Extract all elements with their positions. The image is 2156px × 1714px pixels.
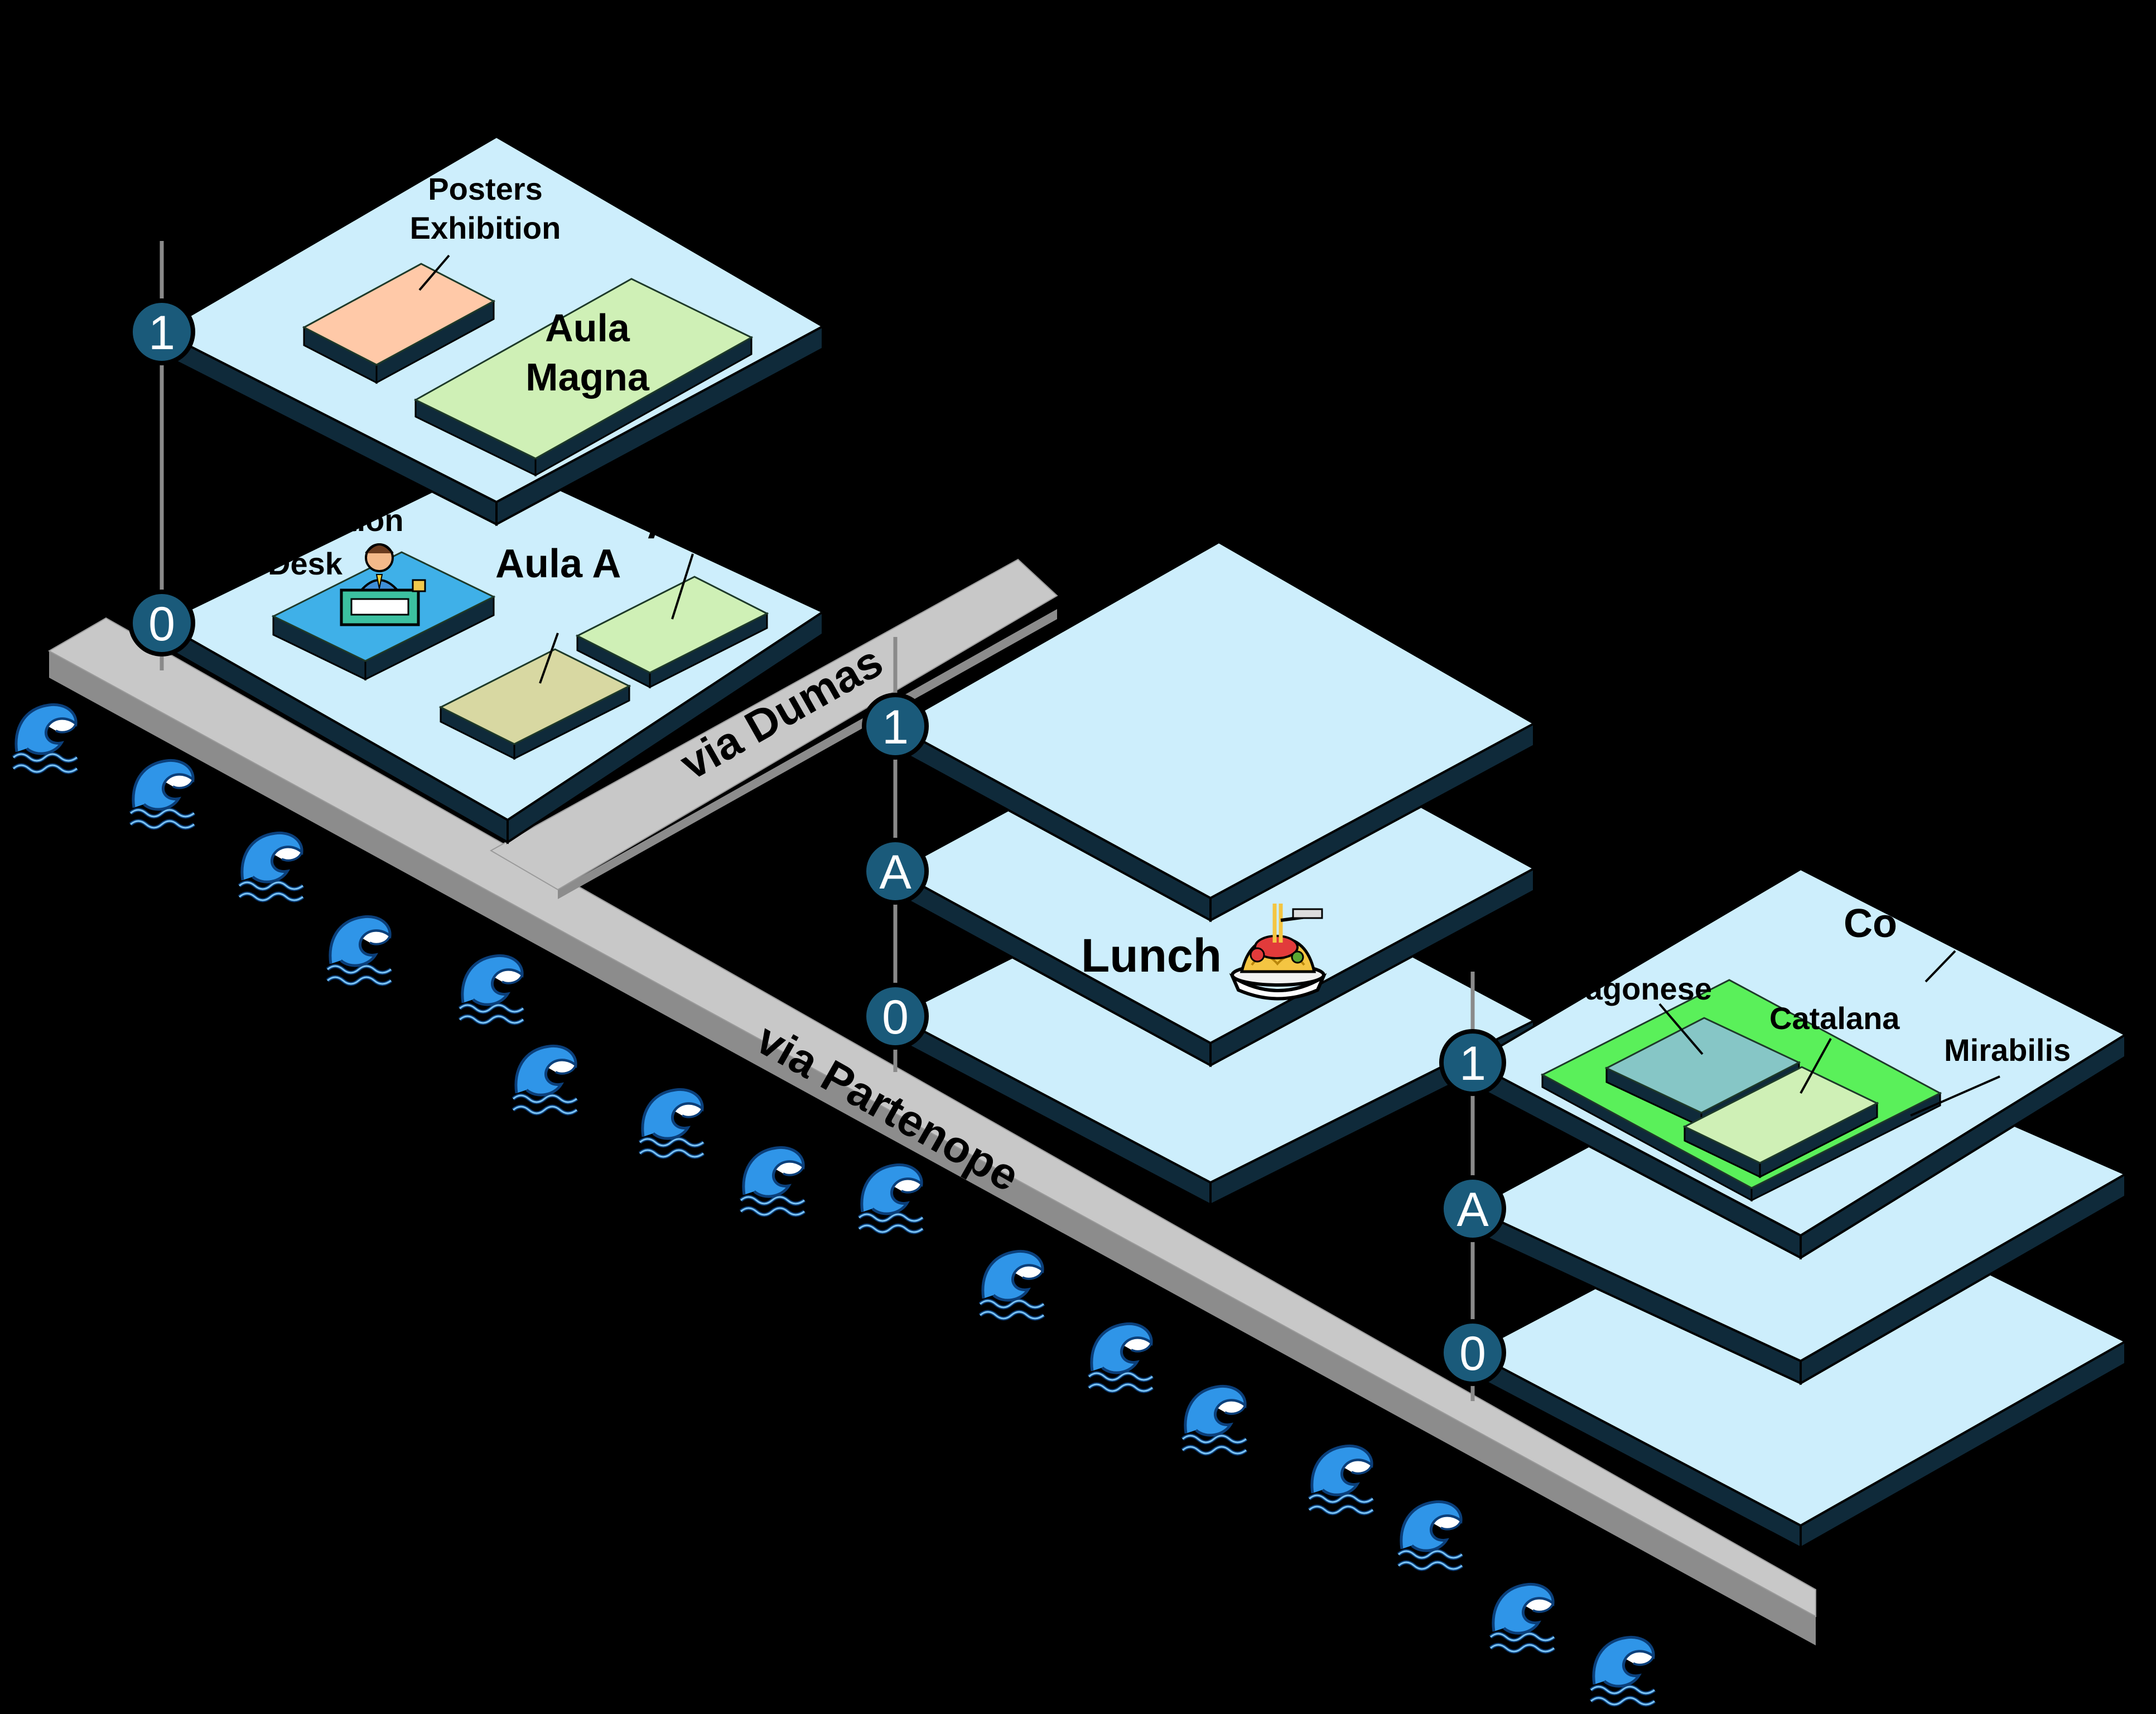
label-aragonese: ragonese	[1573, 971, 1712, 1006]
wave-icon	[640, 1089, 703, 1157]
floor-badge-b2-0	[862, 983, 929, 1050]
room-registration-desk	[271, 543, 496, 681]
street-via-partenope: via Partenope	[47, 617, 1816, 1645]
room-aula-b	[575, 576, 769, 689]
room-catalana	[1682, 1066, 1879, 1179]
floor-badge-b2-a	[862, 838, 929, 905]
floor-label-b3-1: 1	[1459, 1037, 1486, 1090]
wave-icon	[1591, 1637, 1655, 1705]
label-catalana: Catalana	[1769, 1001, 1900, 1036]
floor-badge-b3-1	[1439, 1029, 1506, 1096]
floor-label-b2-0: 0	[882, 991, 909, 1044]
receptionist-icon	[340, 543, 426, 626]
label-coffee: Co	[1844, 901, 1897, 946]
room-aula-magna	[413, 278, 754, 477]
floor-badge-b2-1	[862, 693, 929, 760]
room-aula-a	[438, 648, 631, 760]
wave-icon	[131, 760, 194, 828]
floor-label-b2-1: 1	[882, 701, 909, 754]
floor-badge-b1-1	[128, 298, 195, 365]
floor-label-b1-1: 1	[148, 306, 175, 360]
wave-icon	[1309, 1446, 1373, 1513]
building-3: 0 A	[1439, 867, 2128, 1550]
label-posters-line1: Posters	[428, 171, 542, 206]
label-aula-magna-line1: Aula	[545, 306, 630, 350]
wave-icon	[460, 955, 523, 1023]
wave-icon	[1398, 1501, 1462, 1569]
floor-label-b3-a: A	[1456, 1183, 1489, 1237]
building-1: ration Desk Aula A Au 0 Posters	[128, 135, 826, 844]
building-3-floor-1: ragonese Catalana Mirabilis Co 1	[1439, 867, 2128, 1260]
wave-icon	[327, 916, 391, 984]
label-aula-magna-line2: Magna	[525, 355, 650, 399]
label-aula-a: Aula A	[495, 542, 621, 586]
label-registration-line1: ration	[317, 503, 404, 538]
floor-badge-b3-0	[1439, 1319, 1506, 1386]
label-posters-line2: Exhibition	[410, 210, 561, 245]
wave-icon	[980, 1251, 1044, 1319]
wave-icon	[239, 833, 303, 900]
room-posters-exhibition	[302, 263, 496, 384]
wave-icon	[1183, 1386, 1246, 1454]
wave-icon	[1491, 1584, 1554, 1652]
floor-label-b1-0: 0	[148, 597, 175, 651]
label-mirabilis: Mirabilis	[1944, 1032, 2071, 1068]
floor-badge-b3-a	[1439, 1175, 1506, 1242]
wave-icon	[741, 1147, 804, 1215]
wave-icon	[859, 1165, 923, 1232]
building-1-floor-0: ration Desk Aula A Au 0	[128, 458, 826, 844]
building-1-floor-1: Posters Exhibition Aula Magna 1	[128, 135, 826, 527]
label-aula-b: Au	[647, 503, 701, 547]
wave-icon	[13, 704, 77, 772]
label-lunch: Lunch	[1081, 929, 1222, 982]
floor-badge-b1-0	[128, 590, 195, 656]
floor-label-b3-0: 0	[1459, 1327, 1486, 1380]
spaghetti-icon	[1229, 904, 1327, 1001]
wave-icon	[513, 1046, 577, 1113]
building-2-floor-1: 1	[862, 540, 1537, 923]
wave-icon	[1089, 1324, 1152, 1391]
label-registration-line2: Desk	[268, 546, 343, 581]
floor-label-b2-a: A	[879, 846, 911, 899]
